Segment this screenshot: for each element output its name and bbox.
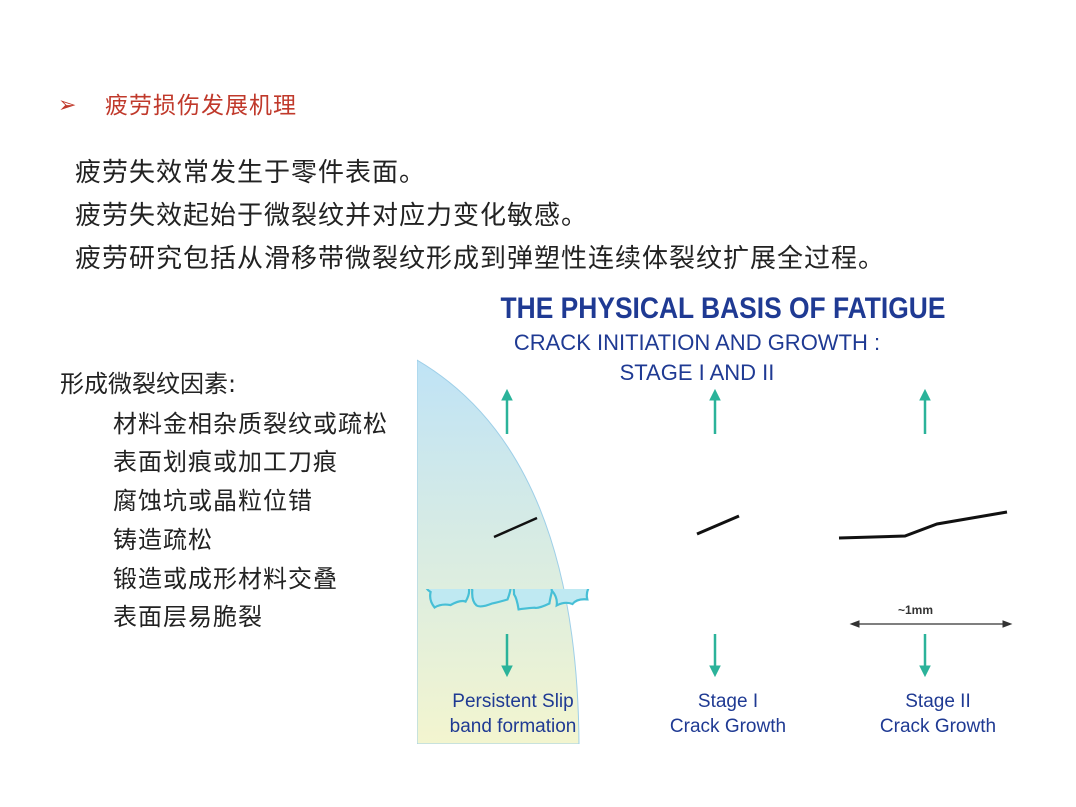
grain: [826, 482, 871, 528]
grain: [964, 560, 1011, 607]
grain: [842, 561, 889, 608]
grain: [916, 438, 962, 484]
arrow-up-panel-1: [501, 388, 513, 434]
crack-panel-2: [696, 514, 740, 536]
grain: [470, 589, 512, 608]
crack-panel-3: [838, 510, 1008, 540]
factor-item-4: 铸造疏松: [113, 526, 213, 554]
factor-item-6: 表面层易脆裂: [113, 603, 263, 631]
grain: [425, 589, 471, 609]
grain: [550, 589, 590, 608]
grain: [920, 523, 967, 570]
figure-subtitle-line1: CRACK INITIATION AND GROWTH :: [513, 330, 881, 355]
figure-title: THE PHYSICAL BASIS OF FATIGUE: [500, 292, 946, 325]
arrow-up-panel-3: [919, 388, 931, 434]
grain: [623, 441, 667, 486]
grain-cluster-panel-1: [425, 443, 590, 611]
crack-panel-1: [493, 516, 538, 539]
caption-panel-3: Stage II Crack Growth: [838, 689, 1038, 739]
grain: [512, 589, 554, 611]
grain: [908, 480, 954, 527]
caption-panel-3-line2: Crack Growth: [879, 716, 997, 737]
scale-label: ~1mm: [898, 603, 934, 617]
caption-panel-2: Stage I Crack Growth: [628, 689, 828, 739]
grain-cluster-panel-3: [826, 434, 1012, 610]
grain: [615, 482, 659, 527]
arrow-up-panel-2: [709, 388, 721, 434]
arrow-down-panel-3: [919, 634, 931, 678]
factor-item-3: 腐蚀坑或晶粒位错: [113, 487, 313, 515]
caption-panel-1-line2: band formation: [449, 716, 577, 737]
grain: [631, 562, 677, 608]
factors-title: 形成微裂纹因素:: [60, 370, 237, 398]
grain: [709, 524, 755, 570]
grain: [705, 439, 748, 484]
factor-item-1: 材料金相杂质裂纹或疏松: [113, 410, 388, 438]
grain: [962, 519, 1009, 565]
factor-item-5: 锻造或成形材料交叠: [113, 565, 338, 593]
grain: [834, 440, 878, 486]
grain: [878, 519, 924, 566]
grain: [751, 520, 797, 567]
arrow-down-panel-1: [501, 634, 513, 678]
caption-panel-1-line1: Persistent Slip: [452, 691, 574, 712]
grain: [672, 560, 718, 606]
grain-cluster-panel-2: [615, 435, 800, 610]
grain: [625, 524, 670, 571]
grain: [739, 478, 785, 524]
grain: [866, 476, 912, 522]
caption-panel-3-line1: Stage II: [905, 691, 971, 712]
background-gradient-arc: [417, 359, 580, 744]
caption-panel-1: Persistent Slip band formation: [413, 689, 613, 739]
caption-panel-2-line1: Stage I: [697, 691, 759, 712]
grain: [884, 560, 931, 607]
grain: [747, 443, 790, 488]
caption-panel-2-line2: Crack Growth: [669, 716, 787, 737]
section-heading: 疲劳损伤发展机理: [105, 93, 297, 119]
grain: [667, 520, 712, 566]
grain: [874, 434, 919, 480]
grain: [715, 563, 761, 610]
grain: [958, 442, 1003, 489]
scale-bar: [849, 620, 1013, 628]
grain: [663, 435, 707, 480]
intro-line-2: 疲劳失效起始于微裂纹并对应力变化敏感。: [75, 201, 589, 231]
intro-line-3: 疲劳研究包括从滑移带微裂纹形成到弹塑性连续体裂纹扩展全过程。: [75, 244, 886, 274]
grain: [835, 524, 881, 570]
grain: [540, 443, 582, 487]
figure-subtitle-line2: STAGE I AND II: [619, 360, 775, 385]
intro-line-1: 疲劳失效常发生于零件表面。: [75, 158, 427, 188]
fatigue-diagram: [417, 359, 1013, 744]
heading-bullet-icon: ➢: [58, 93, 77, 118]
arrow-down-panel-2: [709, 634, 721, 678]
factor-item-2: 表面划痕或加工刀痕: [113, 448, 338, 476]
grain: [753, 559, 800, 606]
grain: [655, 476, 699, 522]
